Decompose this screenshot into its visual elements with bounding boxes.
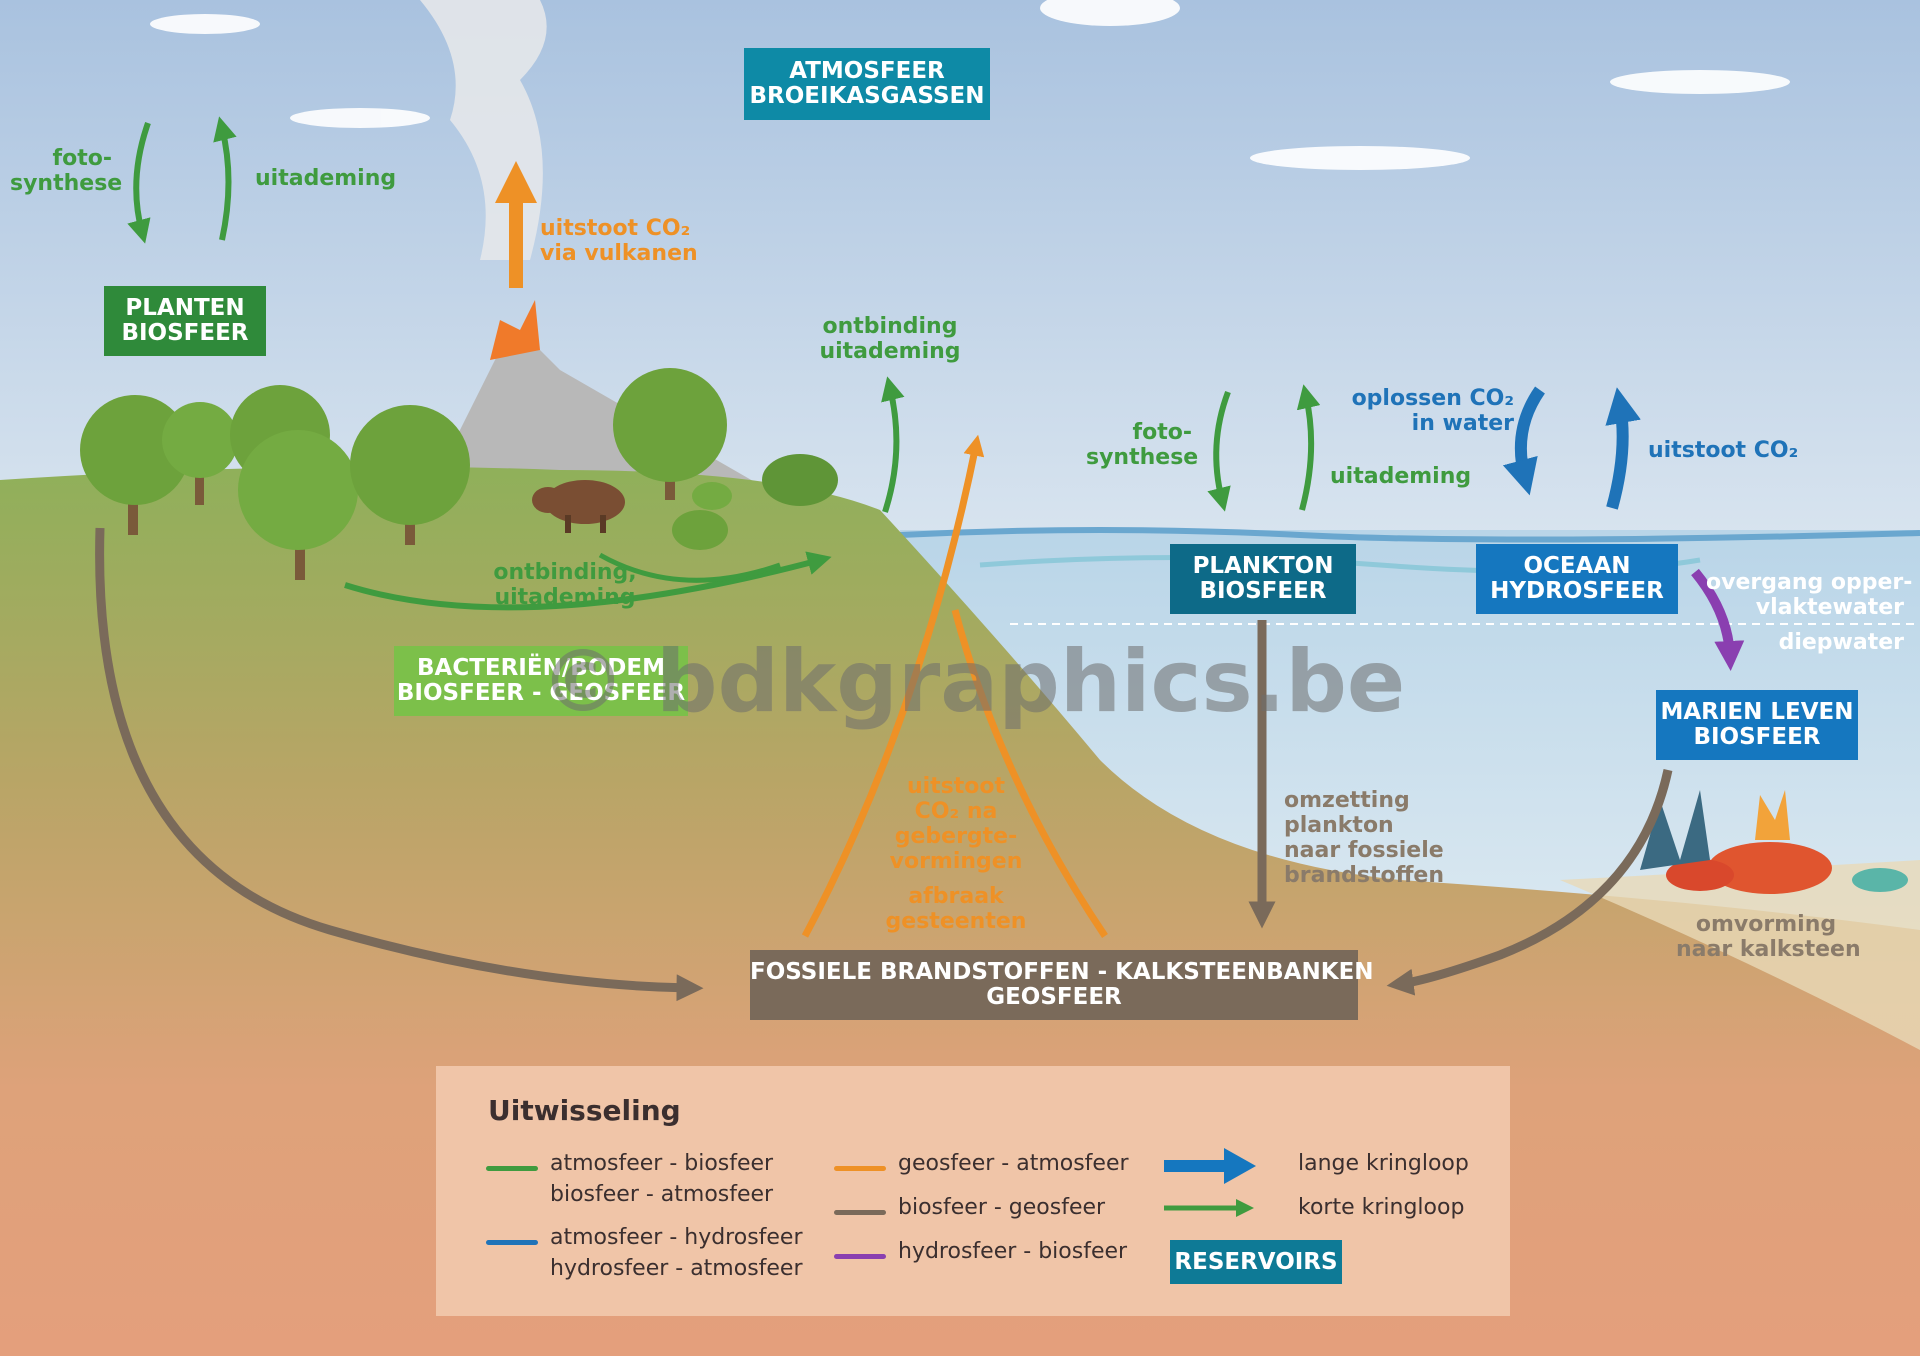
label-uitstoot-oceaan: uitstoot CO₂ [1648,438,1799,463]
box-planten: PLANTEN BIOSFEER [104,286,266,356]
label-ontbinding-uitademing: ontbinding uitademing [819,314,961,364]
label-fotosynthese-zee: foto- synthese [1086,420,1199,470]
legend-title: Uitwisseling [488,1094,681,1127]
arrow-fotosynthese-land [127,122,151,244]
label-omzetting: omzetting plankton naar fossiele brandst… [1284,788,1444,888]
arrow-fotosynthese-zee [1207,390,1231,512]
trees [80,368,838,580]
label-uitstoot-vulkanen: uitstoot CO₂ via vulkanen [540,216,698,266]
label-uitademing-zee: uitademing [1330,464,1472,489]
label-afbraak: afbraak gesteenten [885,884,1027,934]
arrow-ontbinding-up [881,376,905,513]
arrow-overgang [1691,568,1745,671]
box-fossiel: FOSSIELE BRANDSTOFFEN - KALKSTEENBANKEN … [750,950,1374,1020]
watermark: © bdkgraphics.be [540,632,1406,732]
box-oceaan: OCEAAN HYDROSFEER [1476,544,1678,614]
legend-swatch-green [486,1166,538,1171]
legend-swatch-orange [834,1166,886,1171]
arrow-uitstoot-oceaan [1605,387,1641,510]
legend-brown: biosfeer - geosfeer [898,1195,1106,1220]
legend-blue: atmosfeer - hydrosfeer hydrosfeer - atmo… [550,1225,803,1281]
box-atmosfeer: ATMOSFEER BROEIKASGASSEN [744,48,990,120]
box-bacterien: BACTERIËN/BODEM BIOSFEER - GEOSFEER [394,646,688,716]
arrow-oplossen [1502,386,1545,496]
arrow-uitademing-land [213,116,237,241]
legend-swatch-purple [834,1254,886,1259]
legend-swatch-blue [486,1240,538,1245]
clouds [150,0,1790,170]
legend: Uitwisseling atmosfeer - biosfeer biosfe… [436,1066,1510,1316]
legend-short: korte kringloop [1298,1195,1465,1220]
legend-swatch-brown [834,1210,886,1215]
label-oplossen: oplossen CO₂ in water [1351,386,1514,436]
label-fotosynthese-land: foto- synthese [10,146,123,196]
legend-long: lange kringloop [1298,1151,1469,1176]
legend-reservoirs-badge: RESERVOIRS [1170,1240,1342,1284]
label-overgang: overgang opper- vlaktewater [1706,570,1913,620]
arrow-omvorming [1386,769,1673,996]
legend-purple: hydrosfeer - biosfeer [898,1239,1128,1264]
box-marien: MARIEN LEVEN BIOSFEER [1656,690,1858,760]
arrow-gebergte [801,434,985,938]
arrow-uitademing-zee [1296,384,1321,511]
box-plankton: PLANKTON BIOSFEER [1170,544,1356,614]
arrow-ontbinding-bodem [344,551,832,611]
label-omvorming: omvorming naar kalksteen [1676,912,1861,962]
label-ontbinding-bodem: ontbinding, uitademing [493,560,637,610]
label-gebergte: uitstoot CO₂ na gebergte- vormingen [889,774,1023,874]
label-diepwater: diepwater [1778,630,1904,655]
label-uitademing-land: uitademing [255,166,397,191]
legend-arrows [1164,1148,1256,1217]
legend-orange: geosfeer - atmosfeer [898,1151,1129,1176]
boar [532,480,625,533]
arrow-afbraak [951,609,1108,938]
legend-green: atmosfeer - biosfeer biosfeer - atmosfee… [550,1151,774,1207]
arrow-planten-fossiel [95,527,704,1002]
